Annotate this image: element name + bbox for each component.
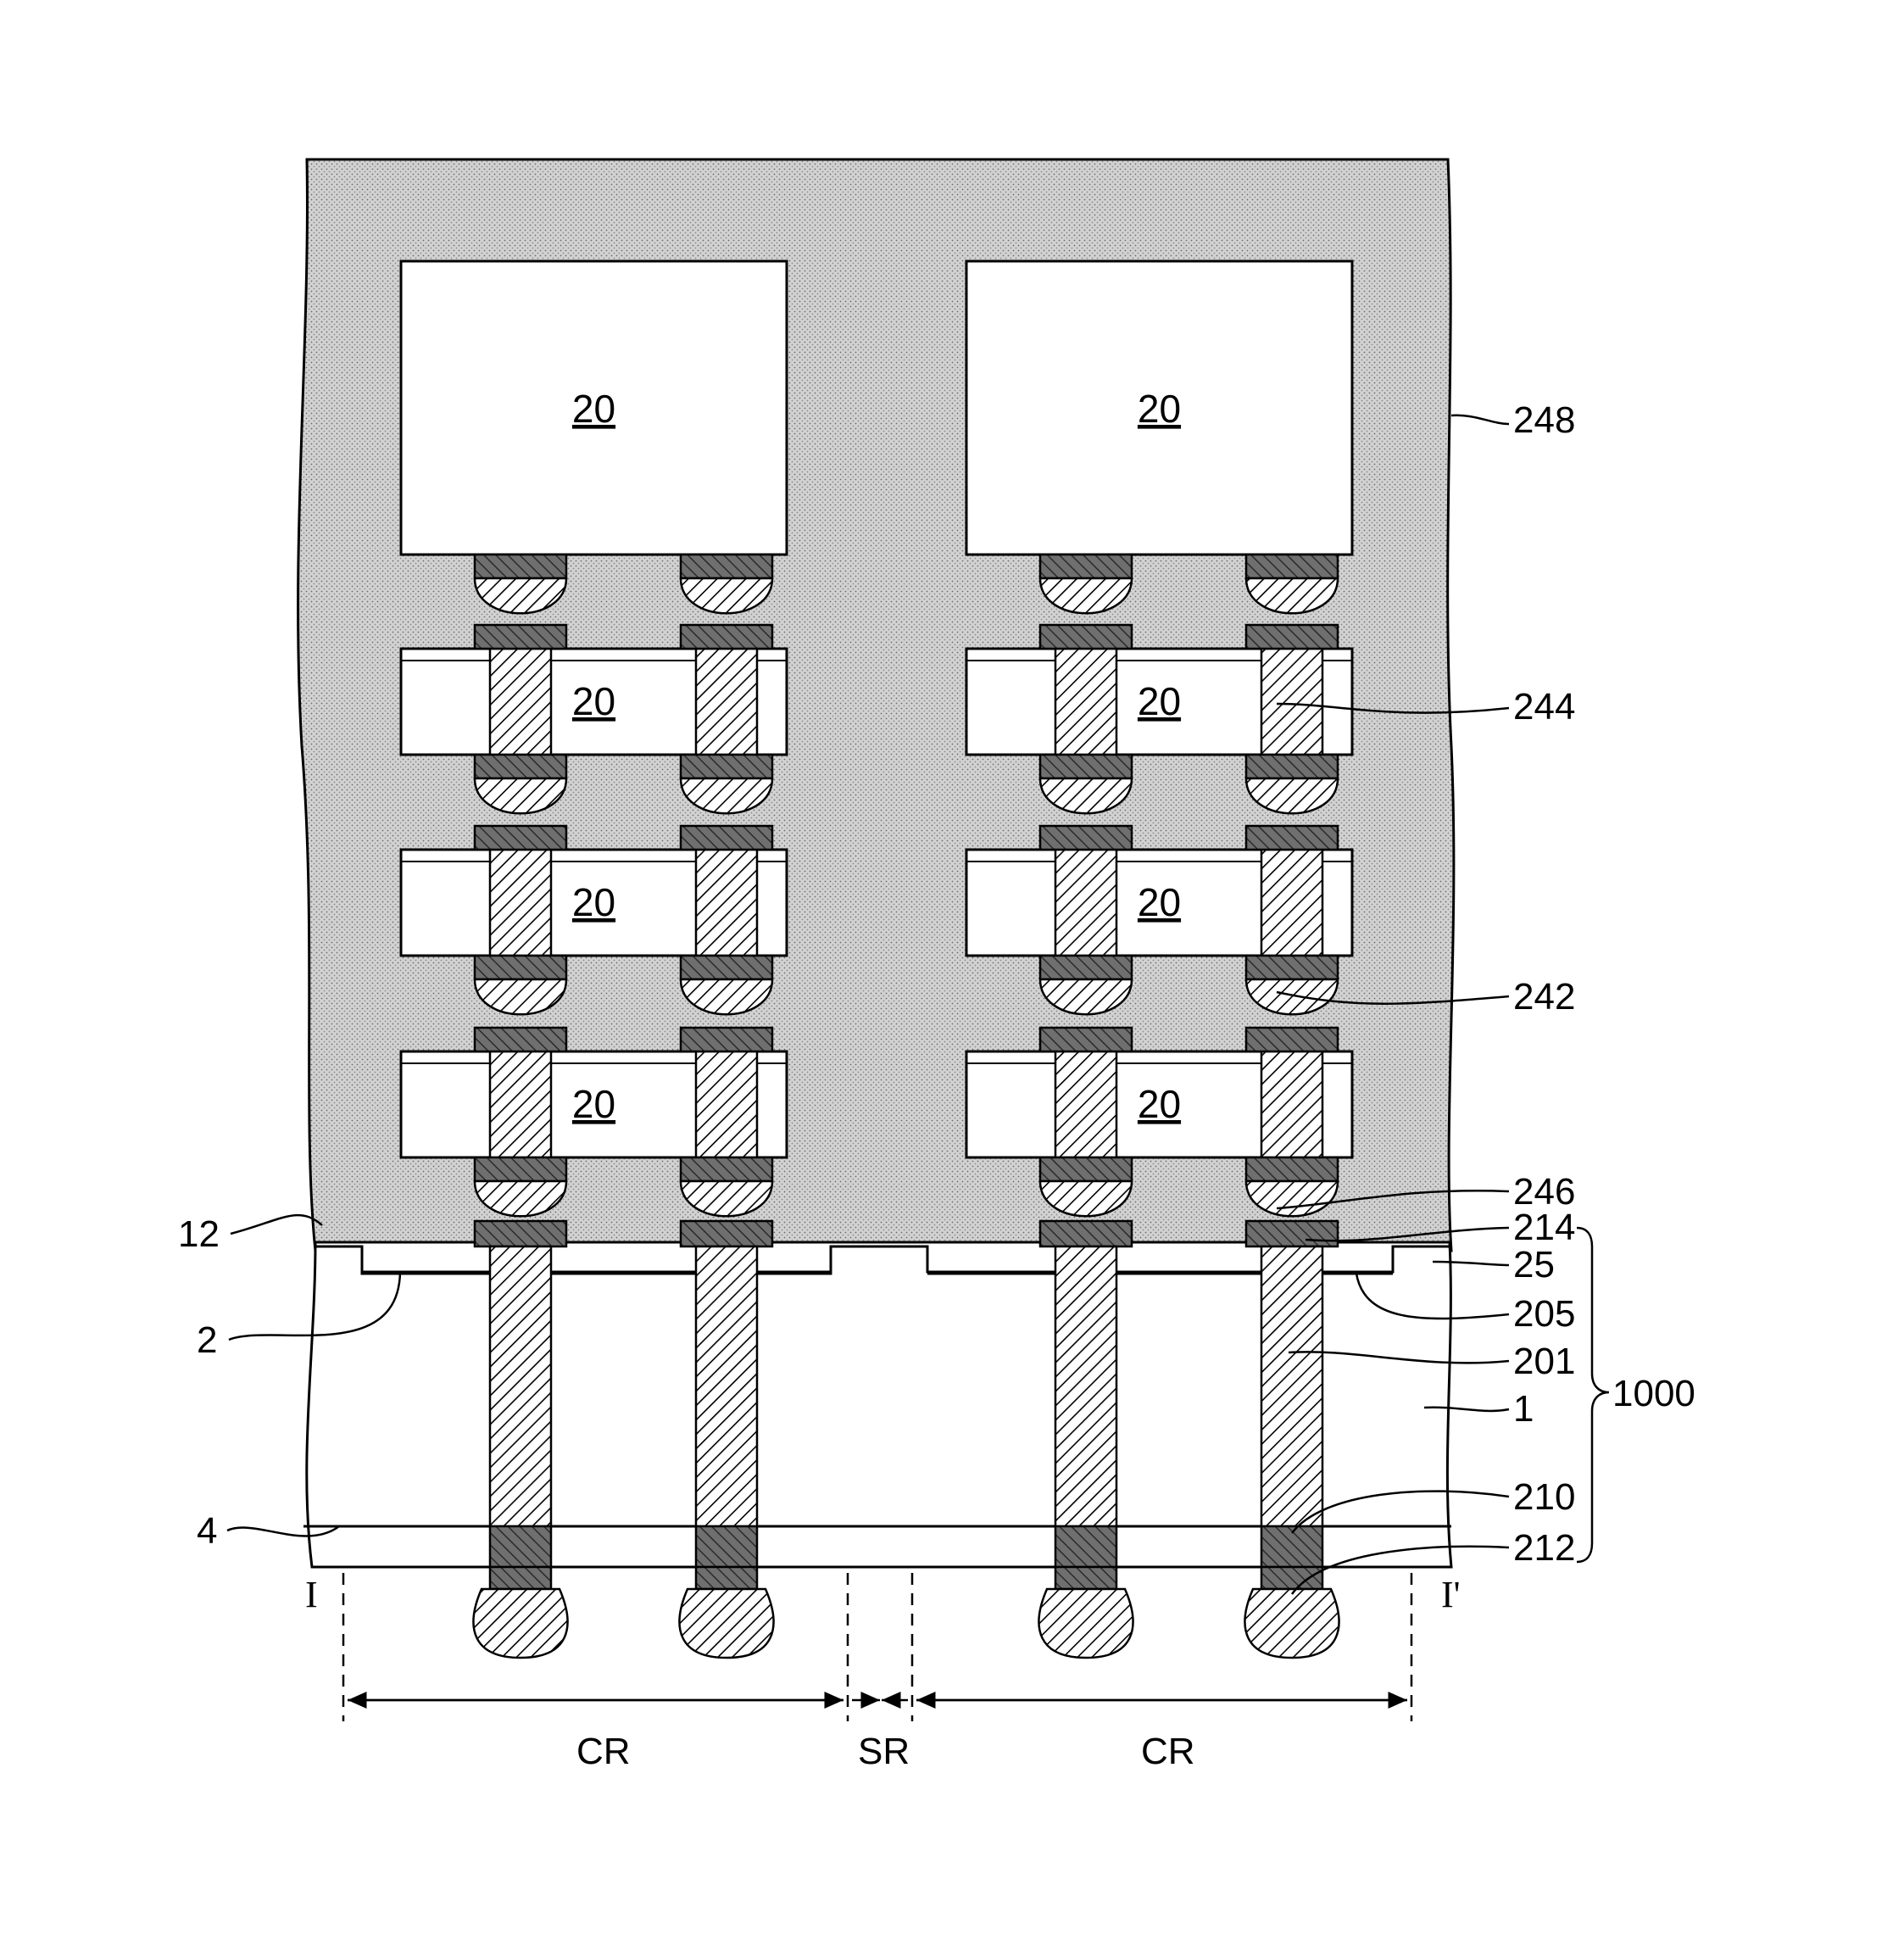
lower-pad-210 [1055,1526,1116,1567]
label-214: 214 [1513,1207,1575,1248]
scribe-region-label: SR [858,1731,910,1772]
upper-pad-214 [681,1221,772,1246]
upper-pad-214 [1246,1221,1338,1246]
bump-pad [1055,1567,1116,1589]
through-via-201 [490,1246,551,1526]
through-via-244 [1261,1051,1322,1157]
lower-pad [1246,956,1338,979]
lower-pad [1246,555,1338,578]
bump-pad [490,1567,551,1589]
upper-pad [681,1028,772,1051]
lower-pad [1040,956,1132,979]
upper-pad [1040,826,1132,850]
label-201: 201 [1513,1341,1575,1382]
chip-region-label-right: CR [1141,1731,1195,1772]
through-via-244 [490,850,551,956]
upper-pad-214 [1040,1221,1132,1246]
lower-pad [1040,1157,1132,1181]
lower-pad [1246,1157,1338,1181]
through-via-244 [1261,649,1322,755]
external-bump-212 [1039,1589,1133,1658]
external-bump-212 [474,1589,568,1658]
upper-pad [1246,625,1338,649]
through-via-244 [696,850,757,956]
label-244: 244 [1513,686,1575,728]
chip-region-label-left: CR [576,1731,631,1772]
upper-pad [681,826,772,850]
through-via-244 [1055,850,1116,956]
lower-pad [681,755,772,778]
lower-pad [1246,755,1338,778]
label-2: 2 [197,1319,217,1361]
lower-pad [475,555,566,578]
chip-label: 20 [1138,880,1181,924]
lower-pad [681,555,772,578]
through-via-201 [1261,1246,1322,1526]
label-248: 248 [1513,399,1575,441]
upper-pad [1040,625,1132,649]
through-via-201 [1055,1246,1116,1526]
section-end-label: I' [1441,1574,1461,1615]
label-210: 210 [1513,1476,1575,1518]
through-via-244 [1261,850,1322,956]
label-12: 12 [178,1213,220,1255]
upper-pad [475,826,566,850]
chip-label: 20 [572,679,615,723]
label-242: 242 [1513,976,1575,1018]
upper-pad [1246,826,1338,850]
chip-label: 20 [572,1082,615,1126]
label-25: 25 [1513,1244,1555,1285]
chip-label: 20 [572,387,615,431]
lower-pad-210 [490,1526,551,1567]
label-205: 205 [1513,1293,1575,1335]
through-via-201 [696,1246,757,1526]
upper-pad [475,1028,566,1051]
through-via-244 [490,649,551,755]
lower-pad [681,956,772,979]
through-via-244 [490,1051,551,1157]
lower-pad [1040,555,1132,578]
lower-pad [681,1157,772,1181]
lower-pad [475,755,566,778]
label-1: 1 [1513,1388,1534,1430]
bump-pad [696,1567,757,1589]
bump-pad [1261,1567,1322,1589]
through-via-244 [1055,1051,1116,1157]
upper-pad [1246,1028,1338,1051]
chip-label: 20 [1138,387,1181,431]
external-bump-212 [1245,1589,1339,1658]
chip-label: 20 [572,880,615,924]
upper-pad [475,625,566,649]
chip-label: 20 [1138,679,1181,723]
through-via-244 [696,1051,757,1157]
label-4: 4 [197,1510,217,1552]
lower-pad [475,1157,566,1181]
through-via-244 [696,649,757,755]
lower-pad [1040,755,1132,778]
upper-pad-214 [475,1221,566,1246]
through-via-244 [1055,649,1116,755]
chip-label: 20 [1138,1082,1181,1126]
label-212: 212 [1513,1527,1575,1569]
label-1000: 1000 [1612,1373,1695,1414]
upper-pad [681,625,772,649]
bracket-1000 [1577,1228,1609,1562]
external-bump-212 [680,1589,774,1658]
lower-pad-210 [696,1526,757,1567]
section-start-label: I [305,1574,318,1615]
upper-pad [1040,1028,1132,1051]
lower-pad [475,956,566,979]
